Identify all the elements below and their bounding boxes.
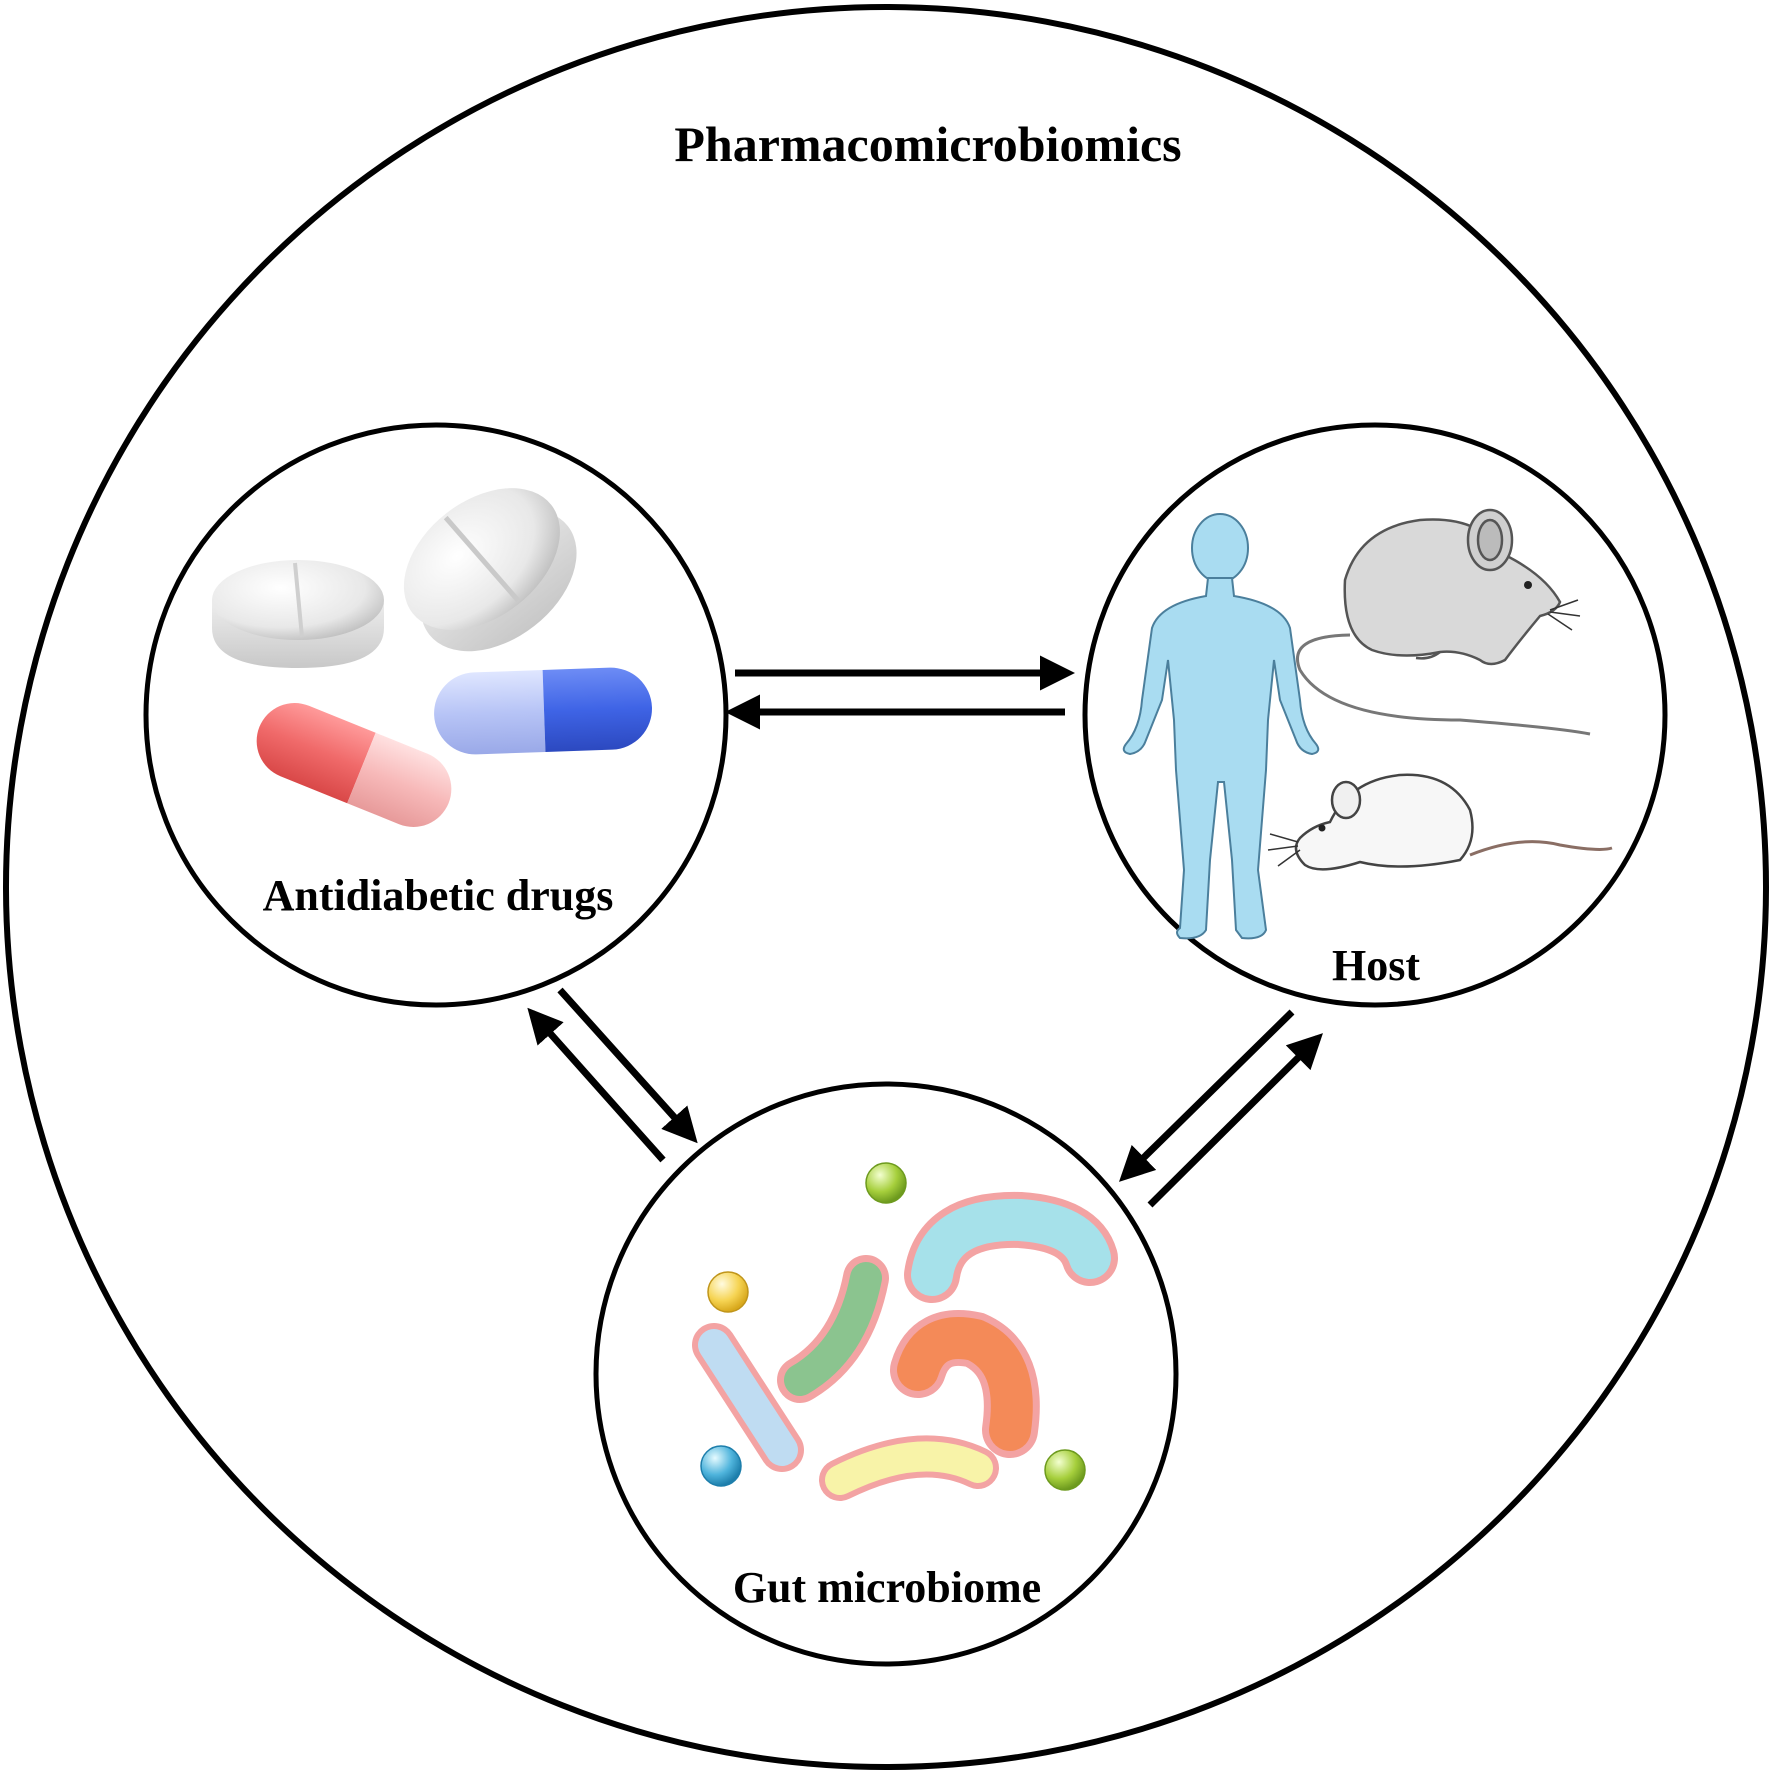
particle-blue-icon <box>700 1445 742 1487</box>
node-host: Host <box>1082 422 1668 1008</box>
arrow-microbiome-to-host <box>1147 1033 1323 1208</box>
diagram-title: Pharmacomicrobiomics <box>674 116 1181 172</box>
blue-capsule-icon <box>434 667 652 755</box>
red-capsule-icon <box>256 703 452 827</box>
host-label: Host <box>1332 941 1420 990</box>
gray-rat-icon <box>1296 508 1591 736</box>
white-mouse-icon <box>1267 773 1613 871</box>
microbiome-label: Gut microbiome <box>733 1563 1041 1612</box>
node-gut-microbiome: Gut microbiome <box>593 1081 1179 1667</box>
drugs-label: Antidiabetic drugs <box>263 871 614 920</box>
arrow-microbiome-to-drugs <box>527 1007 666 1163</box>
oval-tablet-icon <box>403 488 577 652</box>
arrow-drugs-to-microbiome <box>557 987 698 1144</box>
host-circle <box>1082 422 1668 1008</box>
node-antidiabetic-drugs: Antidiabetic drugs <box>143 422 729 1008</box>
human-icon <box>1122 513 1320 940</box>
arrow-host-to-microbiome <box>1119 1009 1295 1182</box>
particle-yellow-icon <box>707 1271 749 1313</box>
particle-green-icon <box>865 1162 907 1204</box>
round-tablet-icon <box>212 560 384 668</box>
particle-green-icon <box>1044 1449 1086 1491</box>
